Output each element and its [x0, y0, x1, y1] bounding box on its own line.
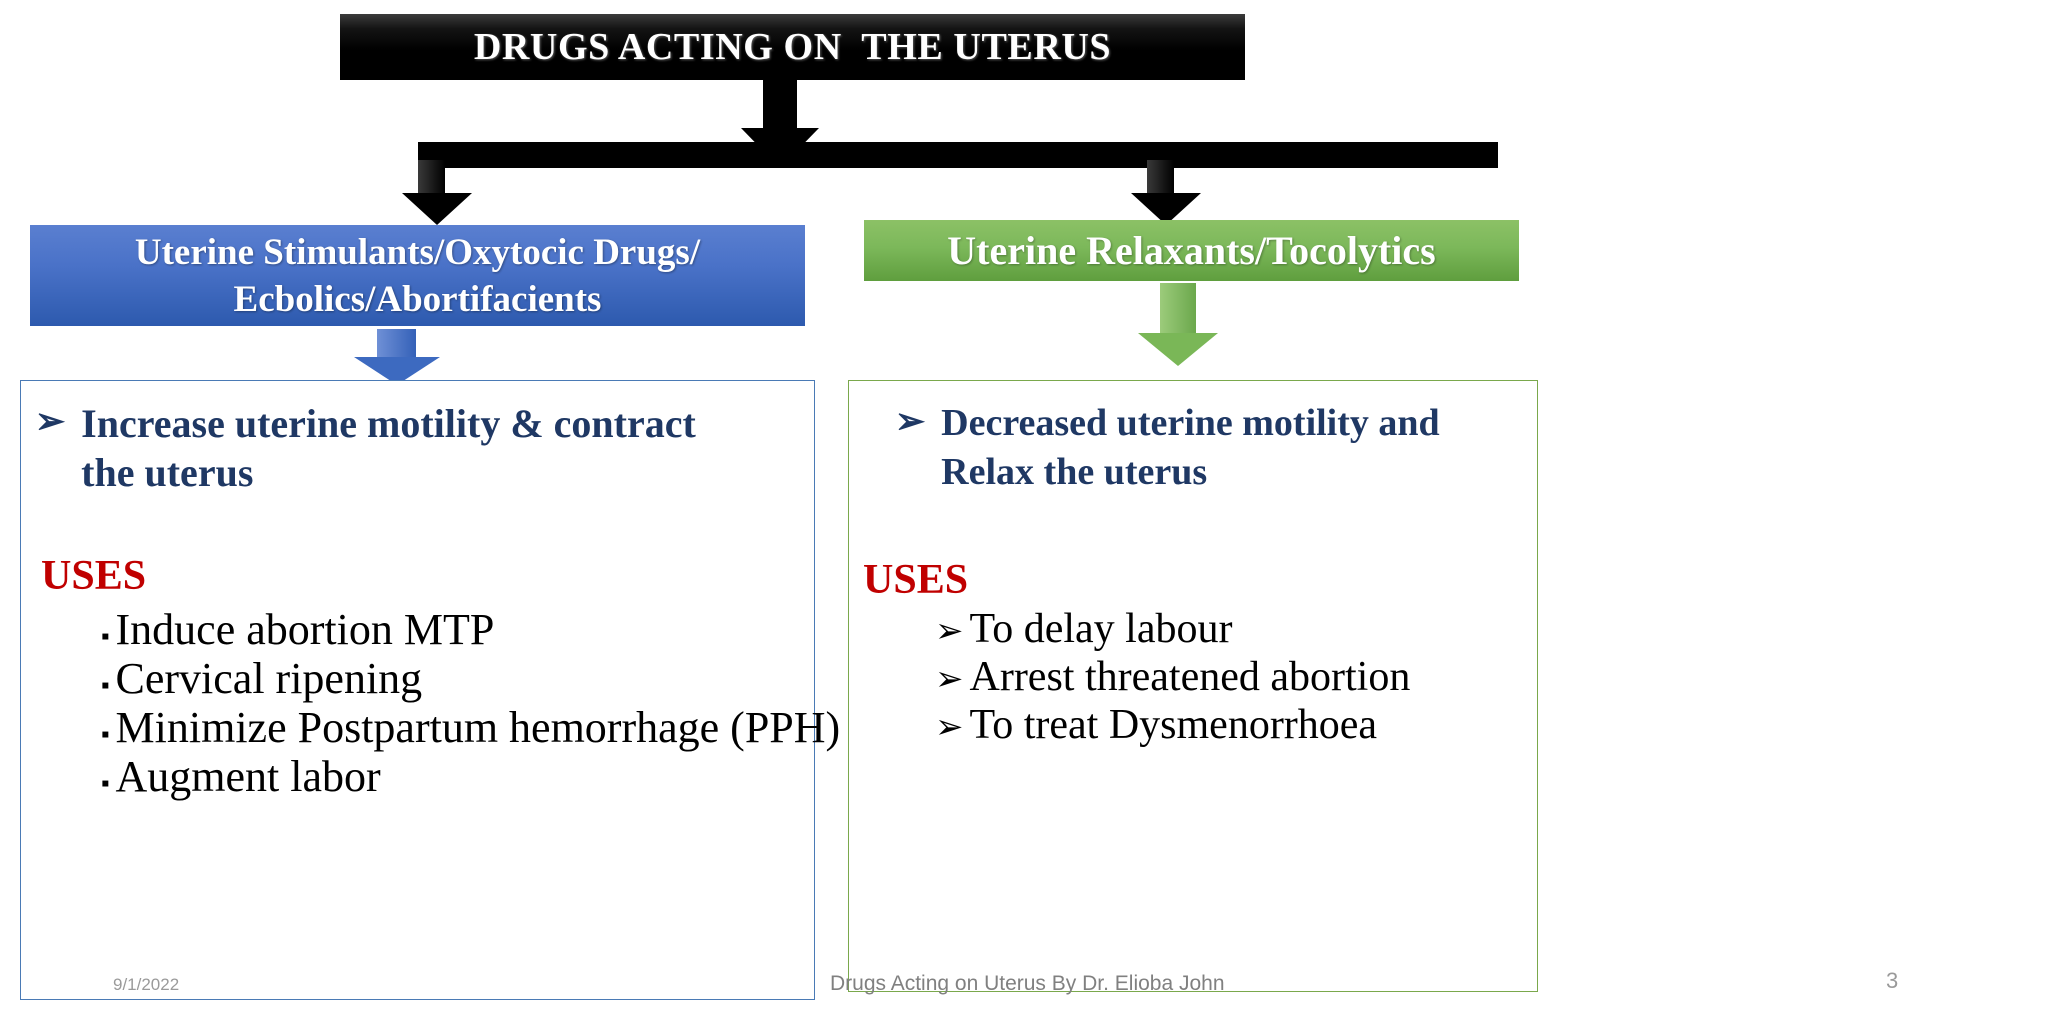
connector-branch-right-vertical [1147, 160, 1174, 198]
green-arrow-down-icon [1138, 333, 1218, 366]
footer-date: 9/1/2022 [113, 975, 180, 994]
left-headline: ➢ Increase uterine motility & contract t… [35, 399, 800, 497]
right-header-line-1: Uterine Relaxants/Tocolytics [947, 228, 1436, 273]
page-title: DRUGS ACTING ON THE UTERUS [473, 26, 1112, 68]
square-bullet-icon: ▪ [101, 673, 110, 699]
footer-center-text: Drugs Acting on Uterus By Dr. Elioba Joh… [830, 972, 1225, 995]
list-item: ➢ To delay labour [935, 605, 1523, 653]
list-item-label: To delay labour [969, 606, 1233, 652]
arrow-bullet-icon: ➢ [935, 709, 964, 746]
list-item-label: To treat Dysmenorrhoea [969, 702, 1378, 748]
list-item: ➢ Arrest threatened abortion [935, 653, 1523, 701]
list-item-label: Minimize Postpartum hemorrhage (PPH) [115, 703, 841, 752]
chevron-right-icon: ➢ [895, 401, 926, 441]
list-item: ➢ To treat Dysmenorrhoea [935, 701, 1523, 749]
list-item-label: Augment labor [115, 752, 381, 801]
list-item: ▪ Minimize Postpartum hemorrhage (PPH) [101, 703, 840, 752]
left-uses-list: ▪ Induce abortion MTP ▪ Cervical ripenin… [101, 605, 840, 801]
square-bullet-icon: ▪ [101, 624, 110, 650]
green-arrow-stem [1160, 283, 1196, 335]
connector-arrowhead-down-right [1131, 193, 1201, 225]
chevron-right-icon: ➢ [35, 401, 66, 441]
list-item: ▪ Cervical ripening [101, 654, 800, 703]
arrow-bullet-icon: ➢ [935, 613, 964, 650]
right-branch-header: Uterine Relaxants/Tocolytics [864, 220, 1519, 281]
left-uses-label: USES [41, 553, 147, 599]
right-headline-text: Decreased uterine motility and Relax the… [941, 402, 1440, 493]
left-branch-header: Uterine Stimulants/Oxytocic Drugs/ Ecbol… [30, 225, 805, 326]
left-header-line-1: Uterine Stimulants/Oxytocic Drugs/ [134, 231, 701, 273]
list-item: ▪ Induce abortion MTP [101, 605, 800, 654]
connector-horizontal-bar [418, 142, 1498, 168]
connector-stem-vertical [763, 80, 797, 132]
footer-page-number: 3 [1886, 968, 1899, 993]
blue-arrow-stem [377, 329, 416, 360]
left-headline-text: Increase uterine motility & contract the… [81, 401, 696, 495]
list-item: ▪ Augment labor [101, 752, 800, 801]
connector-branch-left-vertical [418, 160, 445, 198]
right-uses-list: ➢ To delay labour ➢ Arrest threatened ab… [935, 605, 1523, 749]
right-uses-label: USES [863, 557, 969, 603]
list-item-label: Induce abortion MTP [115, 605, 495, 654]
right-branch-content-box: ➢ Decreased uterine motility and Relax t… [848, 380, 1538, 992]
square-bullet-icon: ▪ [101, 722, 110, 748]
connector-arrowhead-down-left [402, 193, 472, 225]
left-branch-content-box: ➢ Increase uterine motility & contract t… [20, 380, 840, 1000]
right-headline: ➢ Decreased uterine motility and Relax t… [863, 399, 1523, 497]
slide-title-bar: DRUGS ACTING ON THE UTERUS [340, 14, 1245, 80]
list-item-label: Arrest threatened abortion [969, 654, 1411, 700]
square-bullet-icon: ▪ [101, 771, 110, 797]
arrow-bullet-icon: ➢ [935, 661, 964, 698]
left-header-line-2: Ecbolics/Abortifacients [233, 278, 602, 320]
list-item-label: Cervical ripening [115, 654, 423, 703]
